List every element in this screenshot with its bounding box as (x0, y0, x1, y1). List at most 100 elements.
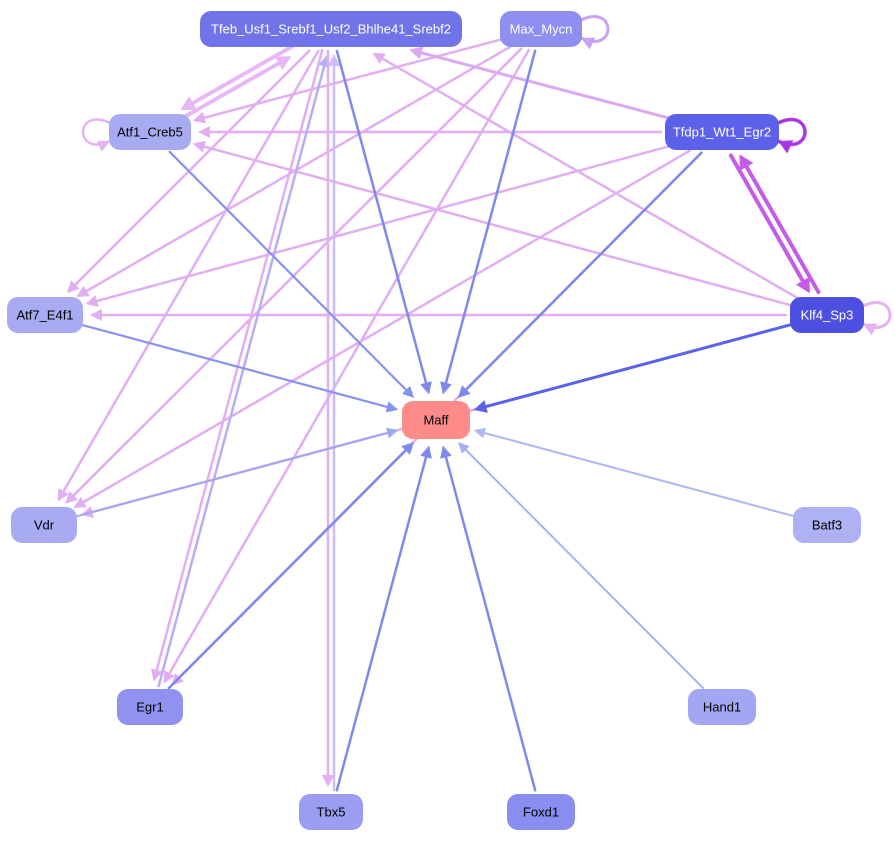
edge-arrowhead (386, 427, 399, 439)
edge-max_mycn-to-atf1_creb5 (192, 38, 503, 124)
node-foxd1[interactable]: Foxd1 (507, 794, 575, 830)
edge-path (80, 149, 692, 505)
node-maff[interactable]: Maff (402, 401, 470, 439)
edge-path (444, 454, 537, 792)
edge-arrowhead (274, 56, 292, 71)
edge-path (167, 48, 531, 677)
edge-arrowhead (409, 46, 424, 60)
edge-arrowhead (473, 427, 486, 439)
edge-egr1-to-tfeb (157, 54, 330, 688)
edge-path (201, 144, 792, 307)
edge-atf1_creb5-to-maff (168, 150, 415, 398)
edge-max_mycn-to-maff (440, 49, 537, 395)
edge-path (157, 63, 326, 688)
edge-tfdp1-to-atf1_creb5 (198, 126, 663, 138)
edge-path (463, 447, 705, 689)
edge-batf3-to-maff (473, 427, 794, 517)
edge-path (72, 49, 311, 288)
edge-path (179, 60, 283, 121)
edge-klf4_sp3-to-atf7_e4f1 (90, 309, 788, 321)
edge-atf1_creb5-to-atf1_creb5 (81, 118, 112, 152)
edge-klf4_sp3-to-atf1_creb5 (192, 140, 792, 307)
edge-tfeb-to-egr1 (150, 48, 324, 682)
node-egr1[interactable]: Egr1 (117, 689, 183, 725)
edge-arrowhead (440, 381, 452, 395)
edge-path (418, 50, 675, 121)
node-shape-maff[interactable] (402, 401, 470, 439)
edge-tfdp1-to-maff (457, 151, 703, 398)
node-hand1[interactable]: Hand1 (688, 689, 756, 725)
node-max_mycn[interactable]: Max_Mycn (500, 11, 582, 47)
edge-arrowhead (322, 775, 334, 787)
edge-path (81, 323, 391, 409)
node-shape-egr1[interactable] (117, 689, 183, 725)
node-shape-atf1_creb5[interactable] (109, 114, 191, 150)
edge-path (482, 323, 792, 409)
node-tfdp1[interactable]: Tfdp1_Wt1_Egr2 (665, 114, 779, 150)
edge-arrowhead (385, 401, 399, 413)
edge-arrowhead (581, 37, 596, 50)
edge-tfdp1-to-atf7_e4f1 (85, 143, 675, 307)
edge-tfeb-to-maff (335, 49, 432, 395)
node-vdr[interactable]: Vdr (11, 507, 77, 543)
edge-path (76, 431, 391, 517)
edge-arrowhead (420, 381, 432, 395)
edge-path (83, 44, 514, 294)
edge-klf4_sp3-to-klf4_sp3 (861, 301, 892, 336)
edge-arrowhead (65, 491, 78, 504)
node-shape-tfeb[interactable] (200, 11, 462, 47)
edge-path (481, 431, 794, 517)
node-tfeb[interactable]: Tfeb_Usf1_Srebf1_Usf2_Bhlhe41_Srebf2 (200, 11, 462, 47)
edge-egr1-to-maff (167, 441, 415, 690)
self-loop-path (81, 118, 112, 146)
edge-atf1_creb5-to-tfeb (179, 56, 292, 121)
edge-arrowhead (778, 140, 794, 154)
node-shape-tbx5[interactable] (299, 794, 363, 830)
node-shape-tfdp1[interactable] (665, 114, 779, 150)
edge-arrowhead (440, 445, 452, 459)
edge-atf7_e4f1-to-maff (81, 323, 399, 413)
edge-path (189, 44, 294, 106)
edge-path (444, 49, 537, 386)
edge-arrowhead (150, 668, 163, 682)
edge-path (155, 48, 324, 674)
node-batf3[interactable]: Batf3 (793, 507, 861, 543)
edge-arrowhead (372, 52, 386, 65)
edge-path (728, 153, 806, 285)
edge-tbx5-to-maff (335, 445, 432, 792)
edge-arrowhead (457, 385, 471, 398)
node-shape-batf3[interactable] (793, 507, 861, 543)
edge-path (167, 447, 409, 690)
edge-arrowhead (163, 670, 175, 684)
node-shape-hand1[interactable] (688, 689, 756, 725)
node-atf1_creb5[interactable]: Atf1_Creb5 (109, 114, 191, 150)
edge-arrowhead (402, 385, 415, 398)
edge-arrowhead (739, 154, 754, 171)
node-klf4_sp3[interactable]: Klf4_Sp3 (790, 297, 864, 333)
edge-path (61, 49, 320, 495)
node-shape-max_mycn[interactable] (500, 11, 582, 47)
edge-arrowhead (96, 140, 110, 152)
node-shape-vdr[interactable] (11, 507, 77, 543)
edge-tfdp1-to-vdr (73, 149, 692, 508)
edge-path (335, 49, 428, 386)
edge-path (201, 38, 503, 120)
edge-vdr-to-maff (76, 427, 399, 517)
edge-arrowhead (73, 496, 87, 508)
node-shape-atf7_e4f1[interactable] (7, 297, 83, 333)
edge-foxd1-to-maff (440, 445, 537, 792)
edge-max_mycn-to-max_mycn (579, 15, 610, 50)
edge-arrowhead (57, 488, 69, 502)
edge-arrowhead (90, 309, 102, 321)
node-tbx5[interactable]: Tbx5 (299, 794, 363, 830)
node-shape-klf4_sp3[interactable] (790, 297, 864, 333)
node-shape-foxd1[interactable] (507, 794, 575, 830)
node-atf7_e4f1[interactable]: Atf7_E4f1 (7, 297, 83, 333)
edge-arrowhead (66, 280, 80, 294)
edge-klf4_sp3-to-maff (473, 323, 792, 413)
edge-tfeb-to-tbx5 (322, 49, 334, 787)
edge-tbx5-to-tfeb (328, 54, 340, 792)
edge-tfeb-to-atf7_e4f1 (66, 49, 311, 294)
